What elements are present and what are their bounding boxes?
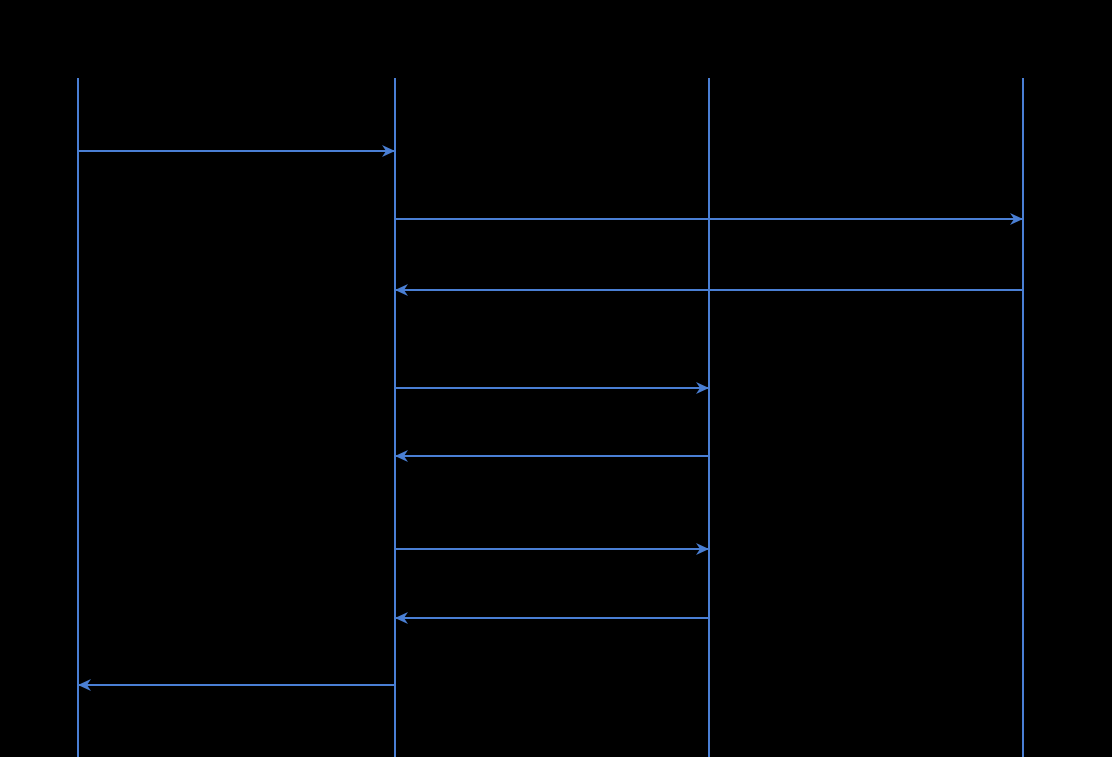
messages-group <box>78 145 1023 691</box>
lifelines-group <box>77 78 1024 757</box>
